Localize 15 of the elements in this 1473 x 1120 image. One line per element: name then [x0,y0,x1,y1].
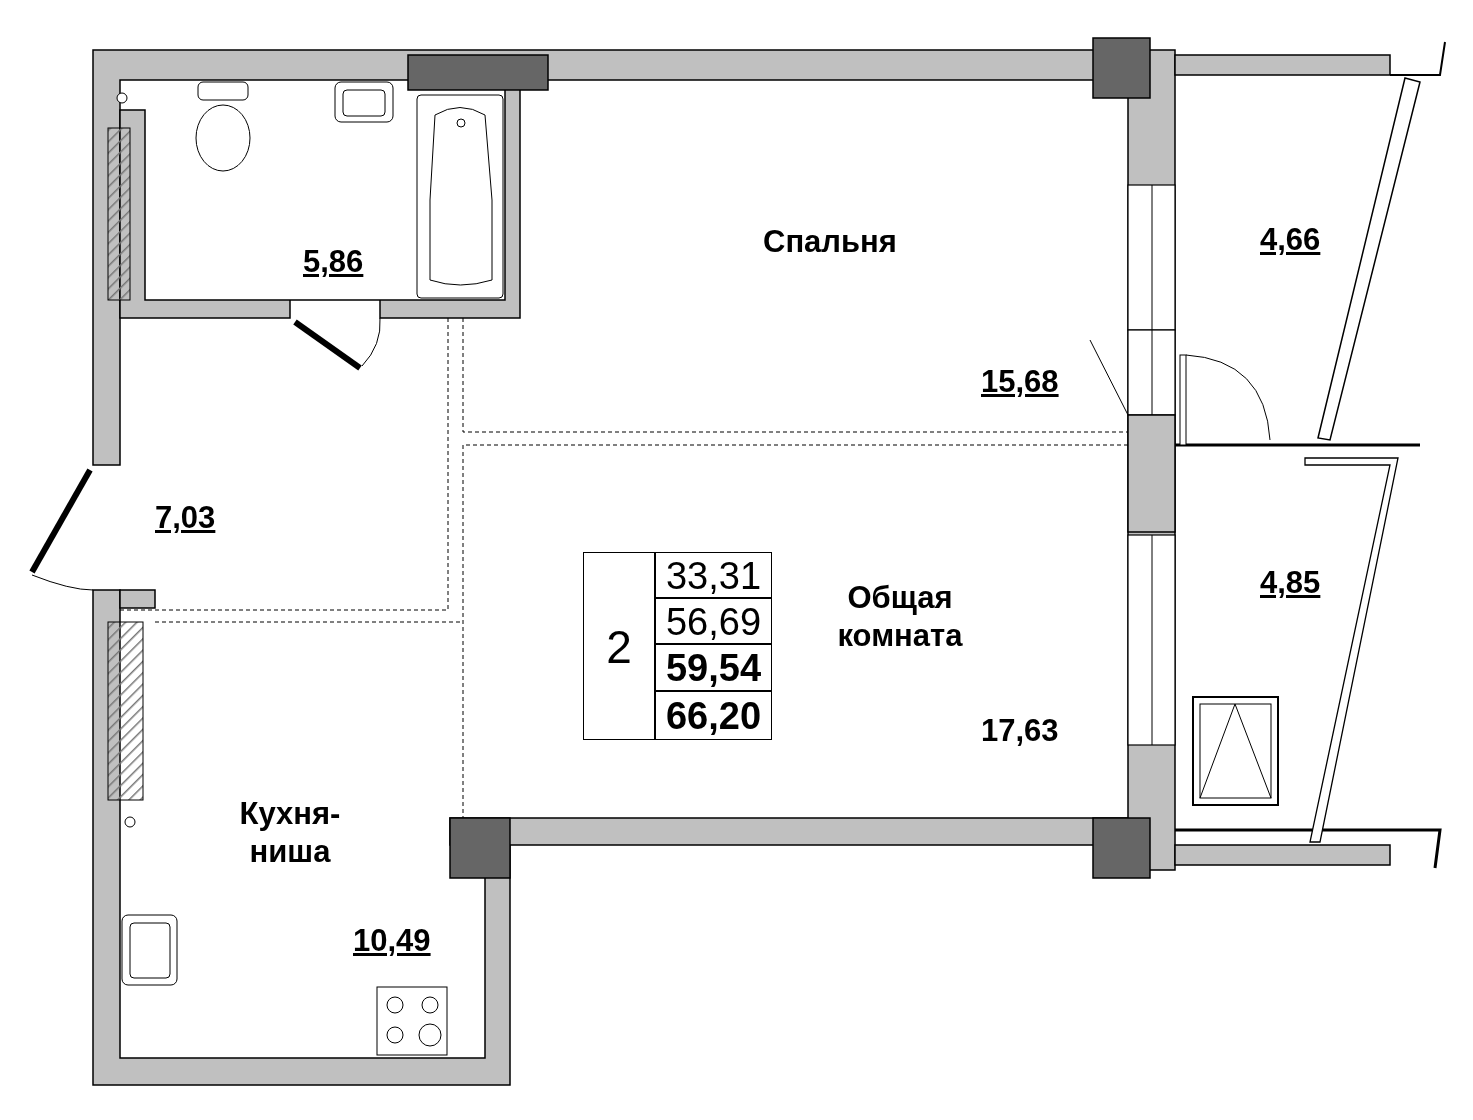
area-label: 5,86 [303,243,364,281]
area-label: 10,49 [353,922,431,960]
room-name: Общая комната [836,579,964,655]
area-label: 7,03 [155,499,216,537]
area-label: 4,85 [1260,564,1321,602]
area-label: 15,68 [981,363,1059,401]
room-name: Кухня-ниша [238,795,342,871]
table-cell: 66,20 [655,691,772,740]
room-name: Спальня [763,223,897,261]
area-label: 4,66 [1260,221,1321,259]
table-cell: 59,54 [655,644,772,691]
area-label: 17,63 [981,712,1059,750]
table-cell: 33,31 [655,552,772,598]
table-cell: 56,69 [655,598,772,644]
table-cell: 2 [583,552,655,740]
